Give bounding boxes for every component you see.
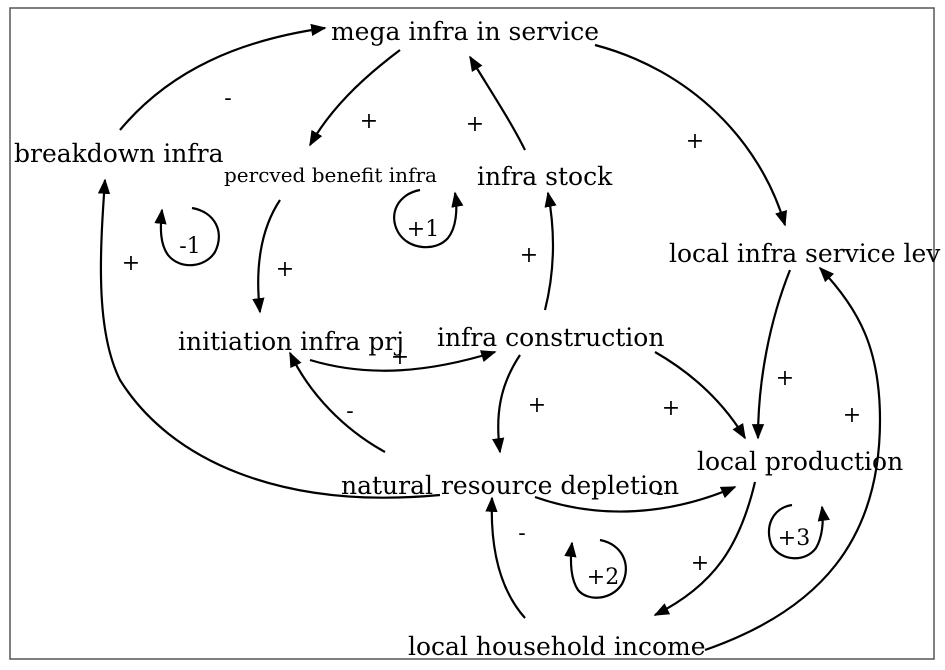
variable-breakdown-infra: breakdown infra <box>14 139 224 168</box>
loop-arc-1 <box>154 206 220 267</box>
polarity-construction-to-depletion: + <box>528 393 546 418</box>
link-construction-to-production <box>654 351 746 440</box>
link-income-to-depletion <box>485 496 526 619</box>
link-percved-to-initiation <box>252 199 281 314</box>
diagram-frame <box>9 7 935 660</box>
loop-label-1: -1 <box>179 234 200 259</box>
polarity-percved-to-initiation: + <box>276 257 294 282</box>
variable-mega-infra-in-service: mega infra in service <box>331 17 599 46</box>
link-stock-to-mega <box>469 55 526 151</box>
loop-arc-4 <box>767 503 830 560</box>
link-production-to-income <box>653 481 757 616</box>
polarity-construction-to-production: + <box>662 396 680 421</box>
link-income-to-service <box>704 266 882 652</box>
polarity-breakdown-to-mega: - <box>224 86 231 111</box>
polarity-production-to-income: + <box>691 551 709 576</box>
link-depletion-to-production <box>534 485 737 513</box>
variable-percved-benefit-infra: percved benefit infra <box>224 163 437 187</box>
variable-natural-resource-depletion: natural resource depletion <box>341 471 679 500</box>
polarity-mega-to-service: + <box>686 129 704 154</box>
loop-label-2: +1 <box>407 217 439 242</box>
link-service-to-production <box>751 269 792 440</box>
link-depletion-to-initiation <box>289 351 386 453</box>
link-initiation-to-construction <box>309 350 497 372</box>
polarity-mega-to-percved: + <box>360 109 378 134</box>
polarity-depletion-to-breakdown: + <box>122 251 140 276</box>
polarity-depletion-to-initiation: - <box>346 399 353 424</box>
polarity-initiation-to-construction: + <box>391 345 409 370</box>
link-construction-to-depletion <box>492 354 521 454</box>
variable-local-household-income: local household income <box>408 632 706 661</box>
polarity-construction-to-stock: + <box>520 243 538 268</box>
loop-arc-2 <box>393 188 464 249</box>
link-depletion-to-breakdown <box>97 178 441 499</box>
polarity-service-to-production: + <box>776 366 794 391</box>
loop-label-4: +3 <box>778 526 810 551</box>
link-breakdown-to-mega <box>119 23 327 131</box>
polarity-income-to-service: + <box>843 403 861 428</box>
variable-local-production: local production <box>697 447 903 476</box>
variable-initiation-infra-prj: initiation infra prj <box>178 327 404 356</box>
variable-local-infra-service-level: local infra service lev <box>669 239 941 268</box>
loop-arc-3 <box>564 538 627 599</box>
loop-label-3: +2 <box>587 565 619 590</box>
variable-infra-stock: infra stock <box>477 162 613 191</box>
variable-infra-construction: infra construction <box>437 323 664 352</box>
polarity-income-to-depletion: - <box>518 521 525 546</box>
link-mega-to-service <box>594 43 787 227</box>
polarity-depletion-to-production: - <box>656 481 663 506</box>
link-mega-to-percved <box>309 49 401 147</box>
polarity-stock-to-mega: + <box>466 112 484 137</box>
link-construction-to-stock <box>543 191 557 311</box>
